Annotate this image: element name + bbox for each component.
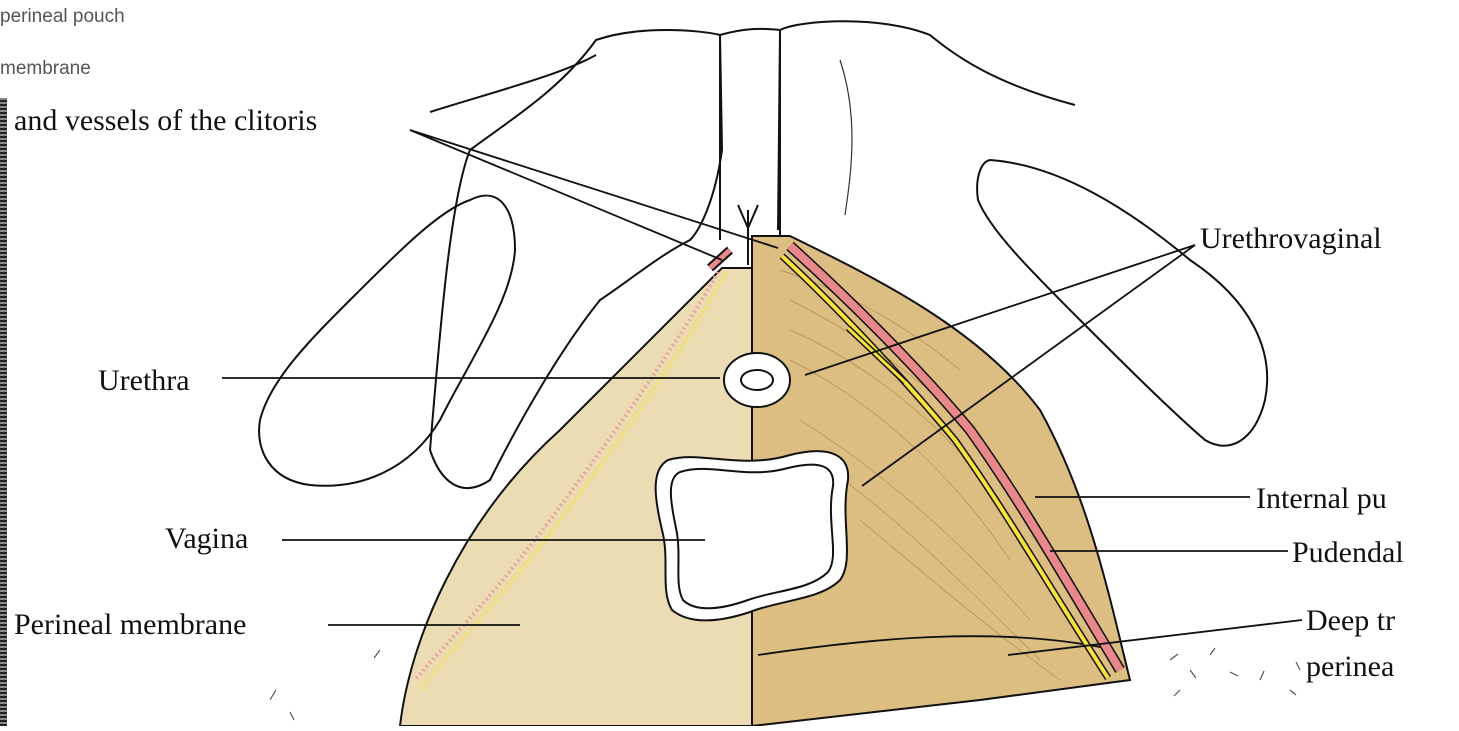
caption-membrane: membrane	[0, 58, 91, 80]
label-vagina: Vagina	[165, 524, 248, 554]
label-urethra: Urethra	[98, 366, 190, 396]
left-edge-bar	[0, 98, 7, 726]
left-upper-line	[430, 55, 596, 112]
pubic-symphysis	[720, 29, 780, 240]
urethra-lumen	[741, 370, 773, 390]
leader-clitoris-1	[410, 130, 722, 260]
right-edge-crop	[1437, 0, 1459, 726]
label-nerves-vessels-clitoris: and vessels of the clitoris	[14, 106, 317, 136]
label-pudendal: Pudendal	[1292, 538, 1404, 568]
caption-perineal-pouch: perineal pouch	[0, 6, 125, 28]
right-inner-curve	[840, 60, 852, 215]
label-urethrovaginal: Urethrovaginal	[1200, 224, 1382, 254]
label-deep-transverse-2: perinea	[1306, 652, 1394, 682]
label-deep-transverse-1: Deep tr	[1306, 606, 1395, 636]
left-ramus-outline	[259, 196, 515, 486]
label-internal-pudendal: Internal pu	[1256, 484, 1387, 514]
right-bone-outline	[778, 21, 1075, 230]
label-perineal-membrane: Perineal membrane	[14, 610, 246, 640]
